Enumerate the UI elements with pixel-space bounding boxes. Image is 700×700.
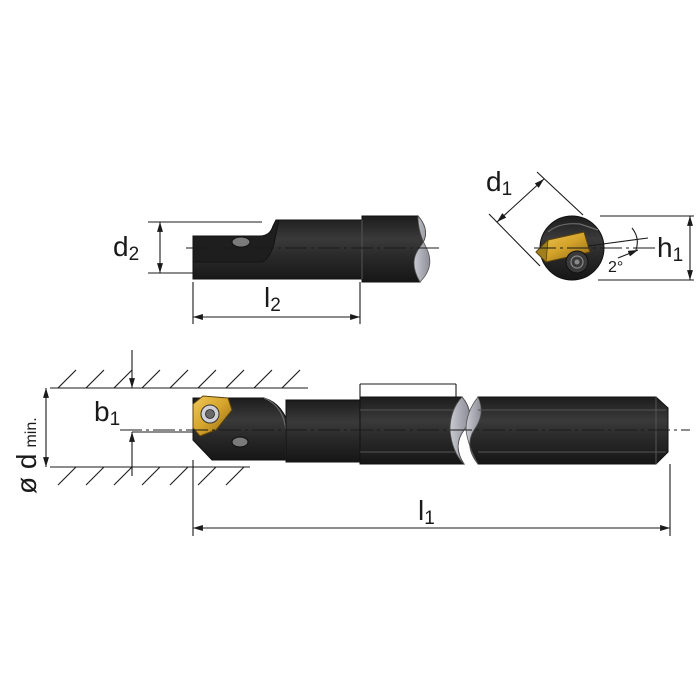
end-view: d1 h1 2° [486, 166, 694, 281]
end-view-insert-side [535, 238, 549, 263]
b1-label: b1 [94, 396, 120, 430]
insert-screw-head [205, 409, 215, 419]
shank-break-surface [413, 214, 431, 283]
l1-label: l1 [418, 495, 435, 529]
shank-detail: d2 l2 [113, 214, 440, 324]
tool-shank-right [469, 396, 669, 465]
d1-extension-left [488, 213, 541, 267]
end-view-screw-ring [570, 255, 584, 269]
angle-arrow [617, 249, 639, 259]
bore-view: b1 l1 ø dmin. [11, 350, 690, 536]
tool-break-right [465, 396, 482, 465]
l2-label: l2 [264, 282, 281, 316]
angle-label: 2° [608, 259, 623, 276]
angle-reference-line [587, 237, 649, 247]
d2-label: d2 [113, 231, 139, 265]
shank-coolant-hole [231, 236, 251, 248]
d1-label: d1 [486, 166, 512, 200]
bore-hatch-top [57, 369, 301, 389]
end-view-screw-center [574, 259, 580, 265]
d1-extension-right [536, 171, 584, 216]
d1-dimension-line [496, 178, 545, 223]
dmin-label: ø dmin. [11, 417, 42, 494]
angle-arc [631, 227, 638, 251]
h1-label: h1 [657, 232, 683, 266]
end-view-highlight [547, 223, 599, 233]
tool-coolant-hole [231, 436, 249, 448]
bore-hatch-bottom [57, 466, 245, 486]
tool-neck [285, 399, 363, 463]
